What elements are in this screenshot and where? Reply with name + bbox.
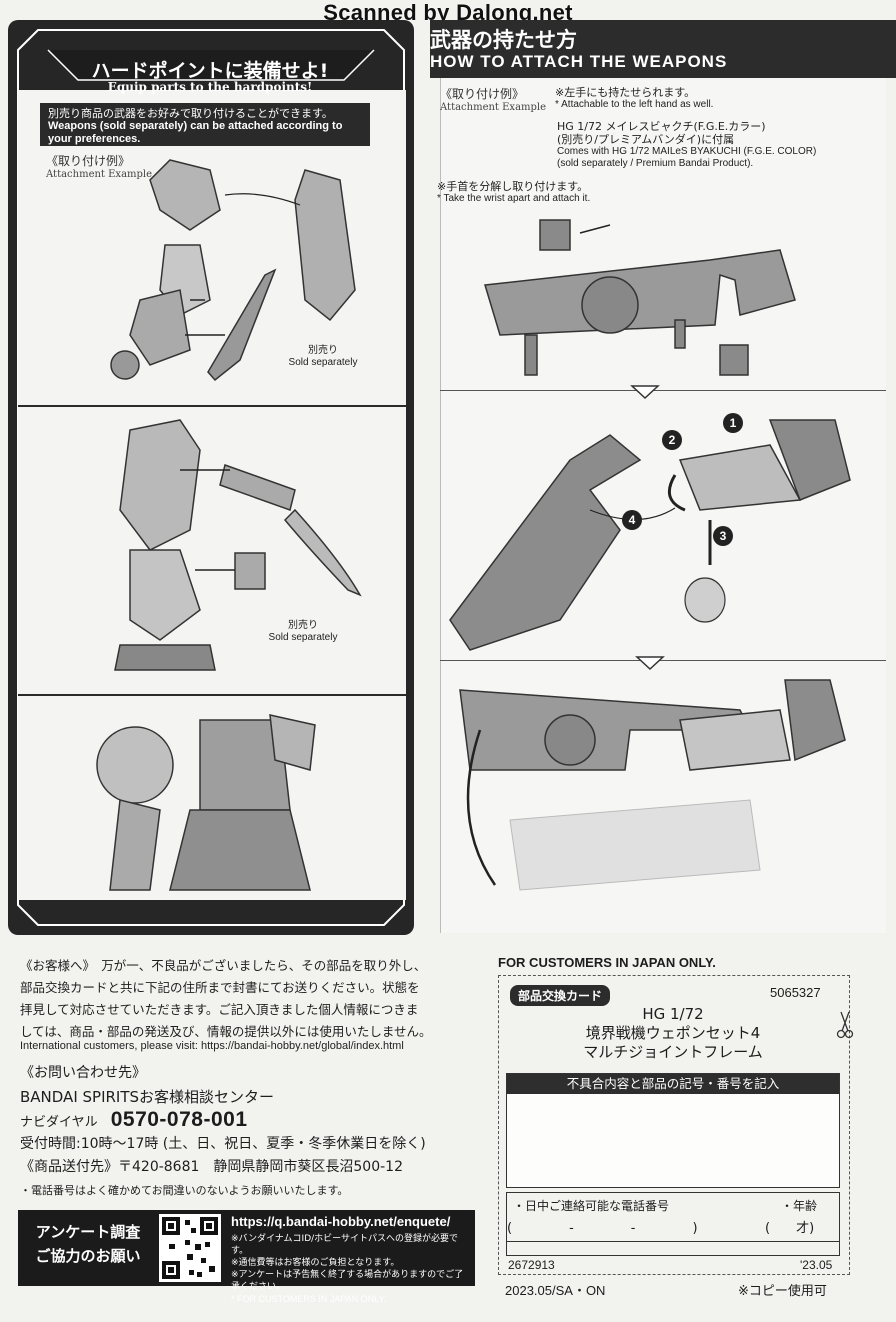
right-example-label: 《取り付け例》 Attachment Example [440,87,547,113]
included-with-note: HG 1/72 メイレスビャクチ(F.G.E.カラー) (別売り/プレミアムバン… [557,120,817,169]
reception-hours: 受付時間:10時〜17時 (土、日、祝日、夏季・冬季休業日を除く) [20,1136,426,1152]
hardpoint-title: ハードポイントに装備せよ! [91,60,329,82]
section-divider [18,694,406,696]
step-3-badge: 3 [713,526,733,546]
phone-format: ( - - ) [507,1221,699,1236]
copy-allowed: ※コピー使用可 [738,1284,827,1299]
navi-dial: ナビダイヤル 0570-078-001 [20,1108,248,1131]
hardpoint-subtitle: Equip parts to the hardpoints! [107,80,313,94]
card-tag: 部品交換カード [510,985,611,1006]
wrist-attach-illustration [449,419,851,651]
arm-shield-illustration [110,159,356,382]
phone-number: 0570-078-001 [110,1108,248,1131]
section-divider [440,390,886,391]
final-hold-illustration [459,679,846,891]
age-label: ・年齢 [781,1199,818,1213]
wrist-note: ※手首を分解し取り付けます。 * Take the wrist apart an… [437,180,591,204]
age-format: ( 才) [765,1221,815,1236]
step-1-badge: 1 [723,413,743,433]
next-step-arrow-icon [635,656,665,671]
customer-head: 《お客様へ》 [20,958,89,973]
step-2-badge: 2 [662,430,682,450]
ship-address: 《商品送付先》〒420-8681 静岡県静岡市葵区長沼500-12 [20,1159,403,1175]
support-center: BANDAI SPIRITSお客様相談センター [20,1088,275,1106]
sold-separately-notice: 別売り商品の武器をお好みで取り付けることができます。 Weapons (sold… [40,103,370,146]
torso-hardpoint-illustration [96,714,316,891]
section-divider [18,405,406,407]
section-divider [440,660,886,661]
survey-info: https://q.bandai-hobby.net/enquete/ ※バンダ… [225,1210,475,1304]
left-example-label: 《取り付け例》 Attachment Example [46,154,153,180]
weapons-panel [440,78,886,933]
notice-en: Weapons (sold separately) can be attache… [48,120,343,145]
panel-frame-decoration [17,29,405,926]
weapons-title-en: HOW TO ATTACH THE WEAPONS [430,52,728,71]
product-code: 5065327 [770,985,821,1000]
notice-jp: 別売り商品の武器をお好みで取り付けることができます。 [48,107,333,120]
leg-knife-illustration [114,419,362,671]
next-step-arrow-icon [630,385,660,400]
defect-entry-box[interactable]: 不具合内容と部品の記号・番号を記入 [506,1073,840,1188]
card-product-name: HG 1/72 境界戦機ウェポンセット4 マルチジョイントフレーム [583,1005,763,1061]
international-url[interactable]: International customers, please visit: h… [20,1040,404,1052]
barcode-number: 2672913 [508,1258,555,1272]
step-4-badge: 4 [622,510,642,530]
defect-entry-head: 不具合内容と部品の記号・番号を記入 [507,1074,839,1094]
parts-exchange-card [498,975,850,1275]
sold-separately-label-2: 別売り Sold separately [268,620,338,643]
launcher-illustration [484,219,796,376]
footer-code: 2023.05/SA・ON [505,1283,606,1298]
qr-code-icon[interactable] [155,1210,225,1286]
phone-label: ・日中ご連絡可能な電話番号 [513,1199,670,1213]
survey-label: アンケート調査 ご協力のお願い [18,1210,158,1286]
weapons-header-bar [430,20,896,78]
left-hand-note: ※左手にも持たせられます。 * Attachable to the left h… [555,86,714,110]
survey-url[interactable]: https://q.bandai-hobby.net/enquete/ [231,1214,451,1229]
sold-separately-label-1: 別売り Sold separately [288,345,358,368]
japan-only-label: FOR CUSTOMERS IN JAPAN ONLY. [498,955,716,970]
scissors-icon [836,1011,854,1039]
customer-notice: 《お客様へ》 万が一、不良品がございましたら、その部品を取り外し、 部品交換カー… [20,958,432,1039]
inquiry-head: 《お問い合わせ先》 [20,1065,146,1081]
card-date: '23.05 [800,1258,833,1272]
weapons-title-jp: 武器の持たせ方 [430,27,577,52]
phone-check-note: ・電話番号はよく確かめてお間違いのないようお願いいたします。 [20,1184,349,1197]
contact-entry-box[interactable]: ・日中ご連絡可能な電話番号 ・年齢 ( - - ) ( 才) [506,1192,840,1256]
qr-pattern [162,1217,218,1279]
